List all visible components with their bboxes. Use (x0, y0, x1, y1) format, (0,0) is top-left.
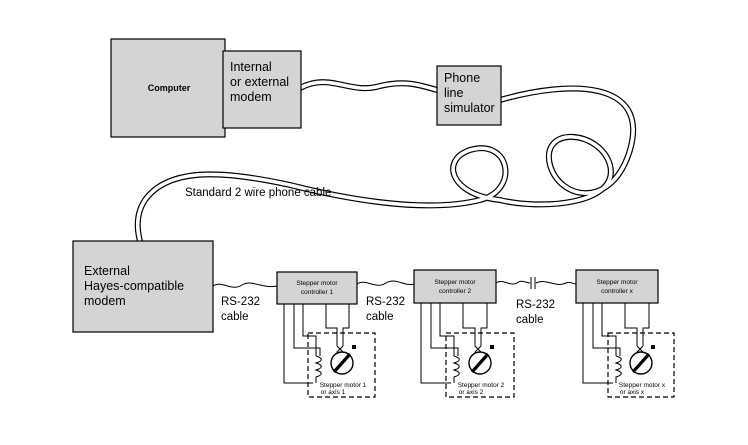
motor-x-label-1: Stepper motor x (619, 382, 666, 389)
stepper-controller-x (575, 269, 659, 304)
controller-1-label-1: Stepper motor (296, 280, 338, 287)
computer: Computer (110, 38, 226, 138)
stepper-controller-2 (413, 269, 497, 304)
motor-2-label-2: or axis 2 (459, 389, 484, 396)
simulator-label-2: line (444, 86, 464, 100)
controller-x-label-1: Stepper motor (596, 279, 638, 286)
external-modem-label-1: External (84, 264, 130, 278)
computer-label: Computer (148, 83, 191, 93)
simulator-label-1: Phone (444, 71, 480, 85)
motor-x-label-2: or axis x (620, 389, 645, 396)
phone-line-simulator: Phone line simulator (436, 65, 502, 126)
rs232-label-2b: cable (366, 311, 394, 323)
stepper-controller-1 (276, 271, 358, 305)
stepper-motor-2-outline (445, 332, 515, 398)
controller-x-label-2: controller x (601, 288, 634, 295)
internal-modem: Internal or external modem (222, 50, 302, 129)
rs232-label-2a: RS-232 (366, 296, 405, 308)
internal-modem-label-3: modem (230, 90, 272, 104)
rs232-label-3b: cable (516, 314, 544, 326)
stepper-unit-1: Stepper motor controller 1 Stepper motor… (276, 271, 376, 398)
internal-modem-label-1: Internal (230, 60, 272, 74)
rs232-label-1a: RS-232 (221, 296, 260, 308)
rs232-label-3a: RS-232 (516, 299, 555, 311)
motor-1-label-2: or axis 1 (321, 389, 346, 396)
rs232-label-1b: cable (221, 311, 249, 323)
external-modem-label-2: Hayes-compatible (84, 279, 184, 293)
stepper-motor-1-outline (307, 332, 376, 398)
internal-modem-label-2: or external (230, 75, 289, 89)
motor-2-label-1: Stepper motor 2 (458, 382, 505, 389)
stepper-unit-2: Stepper motor controller 2 Stepper motor… (413, 269, 515, 398)
controller-1-label-2: controller 1 (301, 289, 334, 296)
simulator-label-3: simulator (444, 101, 495, 115)
phone-cable-modem-to-simulator (297, 79, 440, 93)
phone-cable-simulator-loop (134, 85, 637, 248)
external-modem: External Hayes-compatible modem (72, 240, 214, 333)
motor-1-label-1: Stepper motor 1 (320, 382, 367, 389)
stepper-unit-x: Stepper motor controller x Stepper motor… (575, 269, 675, 398)
phone-cable-label: Standard 2 wire phone cable (185, 187, 331, 199)
controller-2-label-1: Stepper motor (434, 279, 476, 286)
stepper-motor-x-outline (607, 332, 675, 398)
external-modem-label-3: modem (84, 294, 126, 308)
controller-2-label-2: controller 2 (439, 288, 472, 295)
rs232-links (212, 277, 577, 289)
